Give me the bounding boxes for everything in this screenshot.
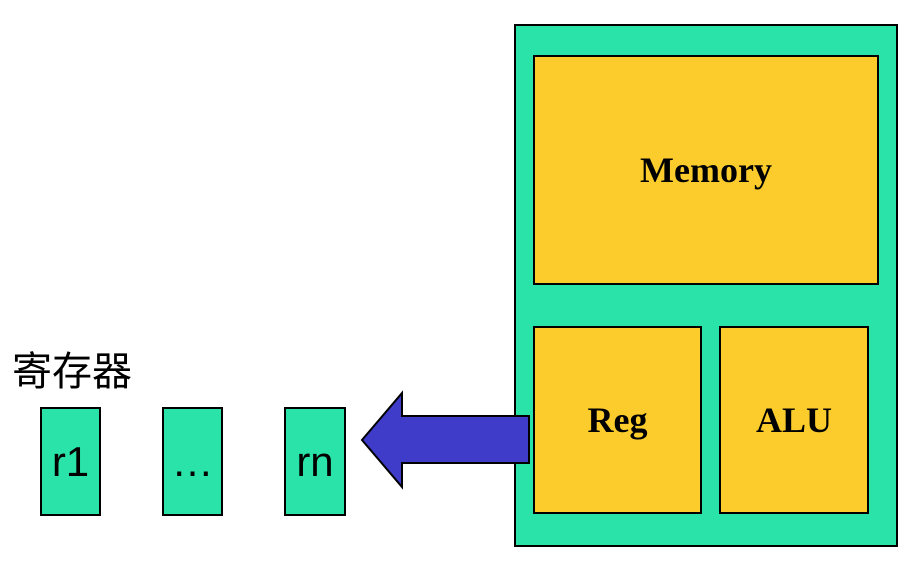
load-arrow — [360, 390, 530, 490]
register-r1: r1 — [40, 407, 101, 516]
register-ellipsis: … — [162, 407, 223, 516]
reg-label: Reg — [587, 400, 648, 440]
register-file-title: 寄存器 — [12, 349, 132, 395]
register-rn: rn — [284, 407, 346, 516]
memory-block: Memory — [533, 55, 879, 285]
reg-block: Reg — [533, 326, 702, 514]
register-ellipsis-label: … — [171, 437, 214, 485]
alu-label: ALU — [755, 400, 832, 440]
memory-label: Memory — [640, 150, 772, 190]
register-r1-label: r1 — [51, 437, 90, 485]
register-rn-label: rn — [296, 437, 334, 485]
alu-block: ALU — [719, 326, 869, 514]
